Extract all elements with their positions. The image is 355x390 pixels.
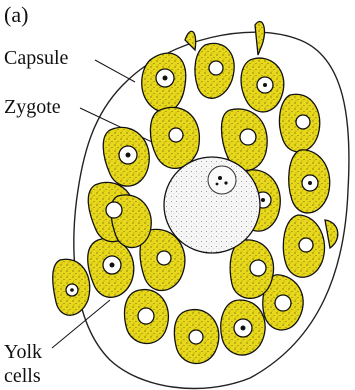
capsule-leader-line — [95, 60, 135, 82]
zygote — [164, 157, 260, 253]
